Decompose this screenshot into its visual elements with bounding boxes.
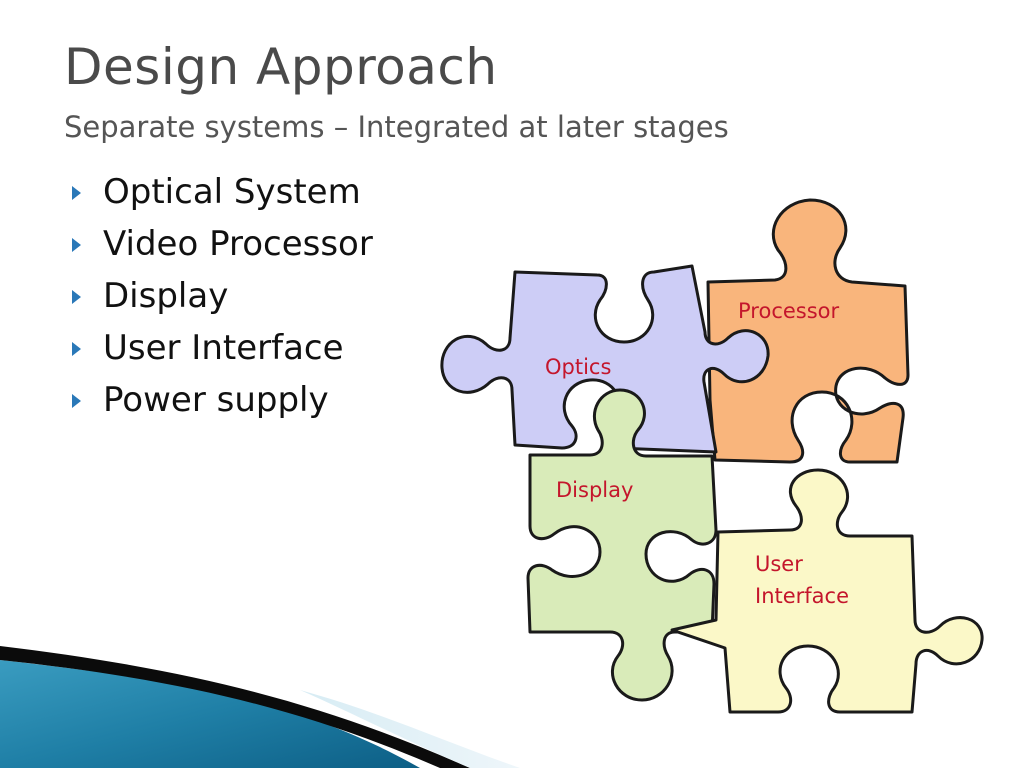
bullet-list: Optical System Video Processor Display U… [72,166,373,426]
triangle-bullet-icon [72,238,81,252]
slide-subtitle: Separate systems – Integrated at later s… [64,110,729,144]
bullet-label: Video Processor [103,224,373,264]
puzzle-label-interface: Interface [755,584,849,608]
puzzle-label-processor: Processor [738,299,840,323]
triangle-bullet-icon [72,342,81,356]
puzzle-label-display: Display [556,478,633,502]
triangle-bullet-icon [72,394,81,408]
bullet-item: Video Processor [72,218,373,270]
triangle-bullet-icon [72,186,81,200]
bullet-item: Display [72,270,373,322]
bullet-label: Display [103,276,229,316]
bullet-label: Optical System [103,172,361,212]
puzzle-piece-optics [440,264,770,454]
puzzle-label-user: User [755,552,803,576]
puzzle-piece-user-interface [670,468,984,714]
bullet-item: Power supply [72,374,373,426]
bullet-label: Power supply [103,380,329,420]
bullet-item: User Interface [72,322,373,374]
bullet-item: Optical System [72,166,373,218]
slide-title: Design Approach [64,38,498,96]
triangle-bullet-icon [72,290,81,304]
bullet-label: User Interface [103,328,344,368]
puzzle-label-optics: Optics [545,355,611,379]
puzzle-piece-processor [706,198,910,464]
